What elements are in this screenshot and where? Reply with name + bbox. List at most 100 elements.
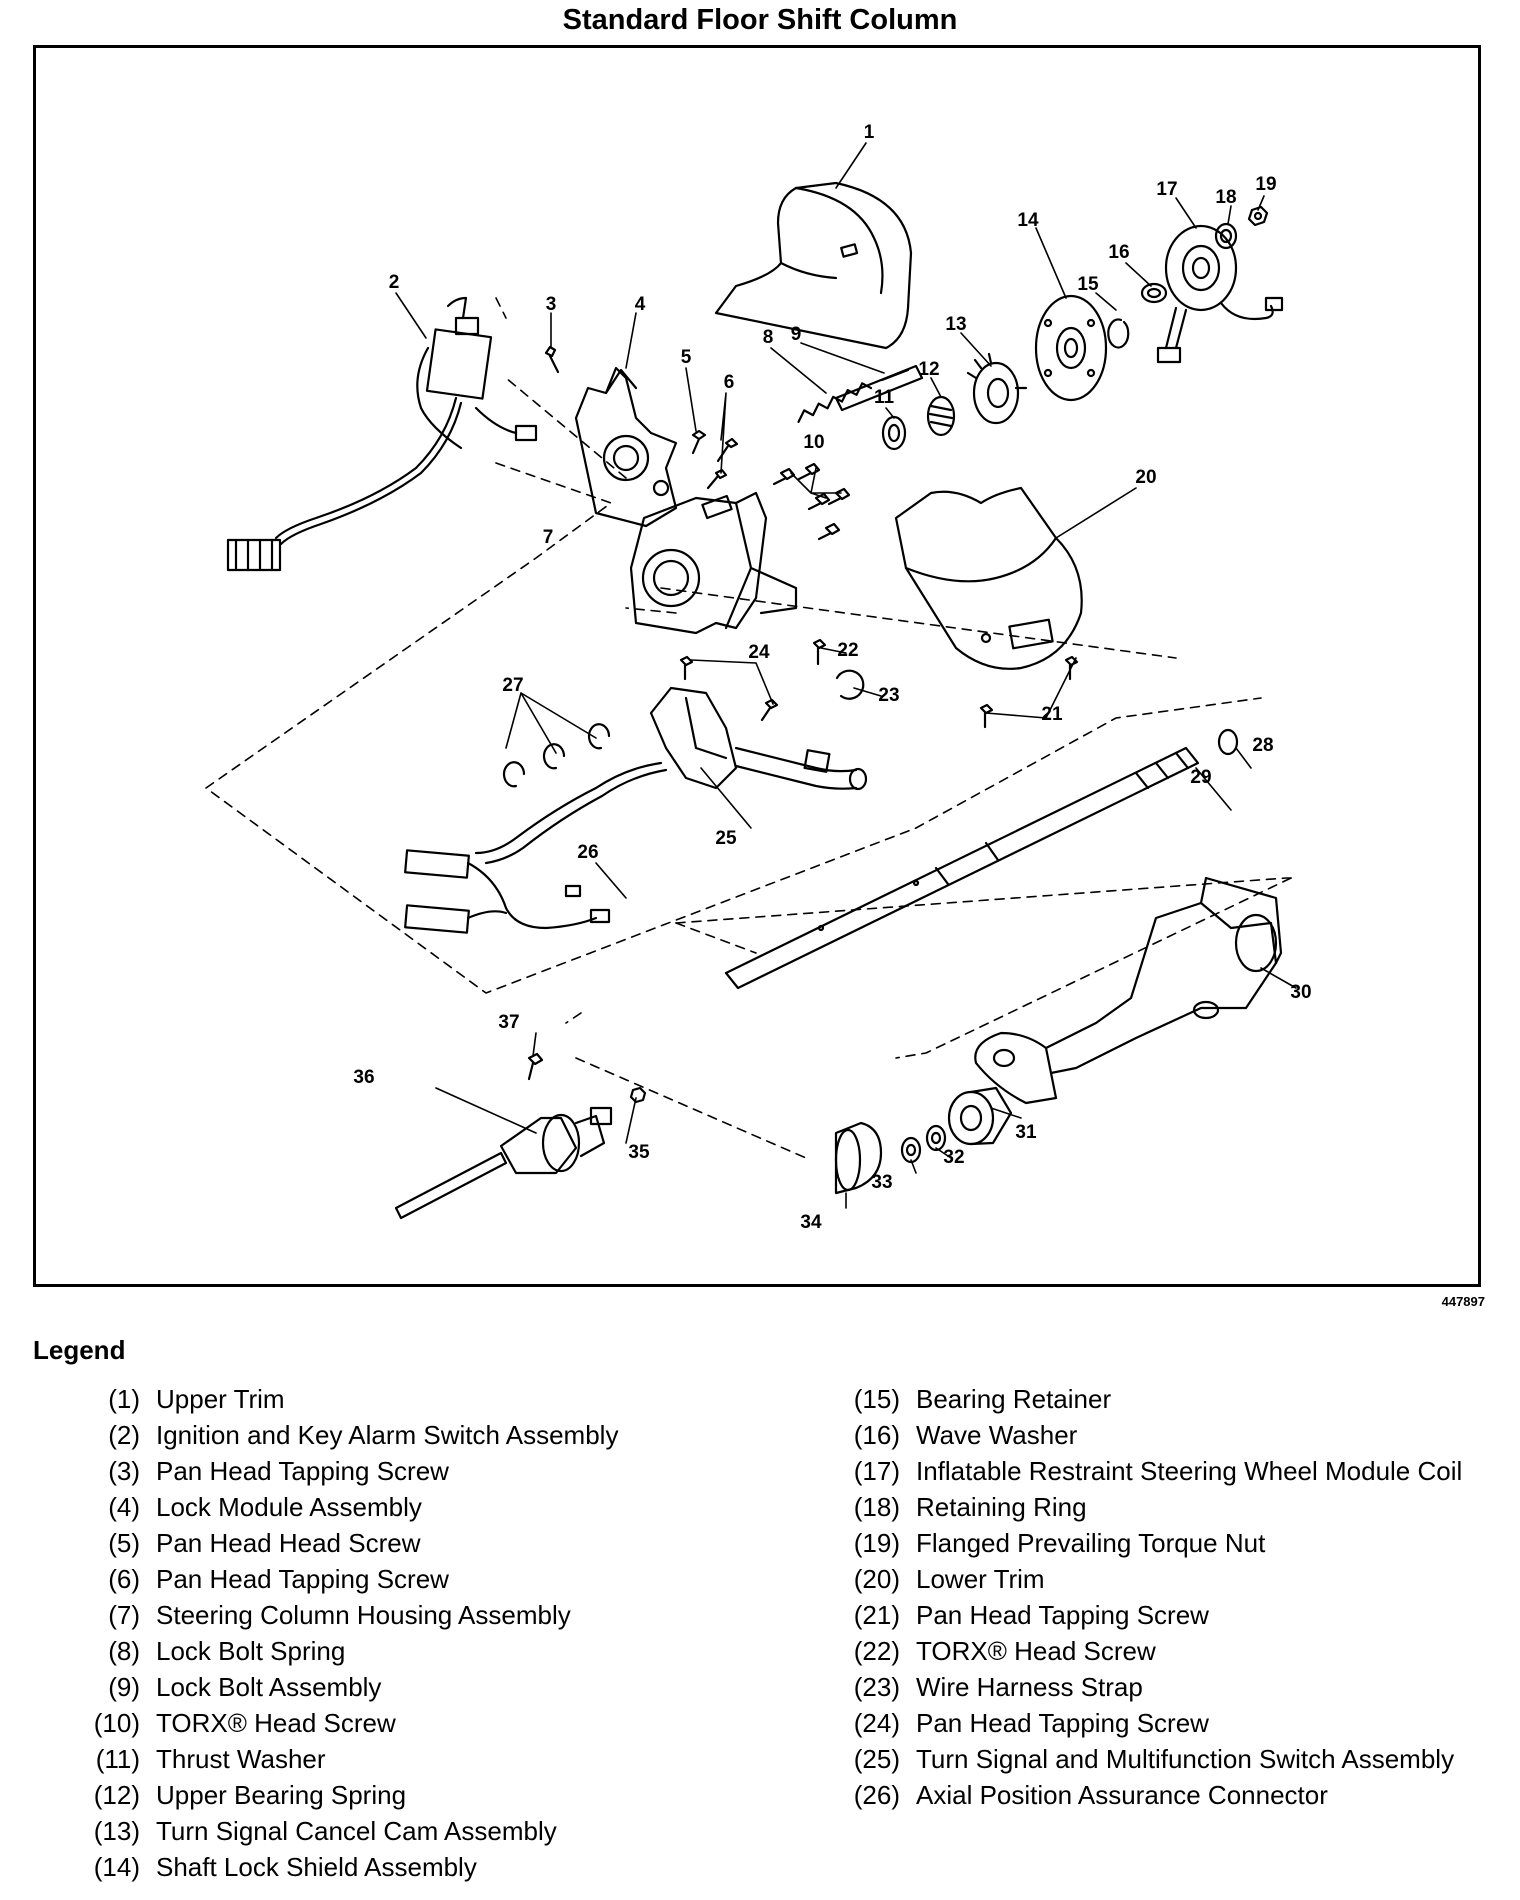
callout-8: 8: [763, 327, 774, 348]
pan-head-screws-21: [979, 655, 1079, 729]
figure-id: 447897: [1441, 1294, 1485, 1309]
callout-26: 26: [577, 842, 598, 863]
wire-harness-strap: [835, 669, 865, 700]
callout-27: 27: [502, 675, 523, 696]
legend-right-column: (15)Bearing Retainer (16)Wave Washer (17…: [830, 1385, 1480, 1817]
legend-item: (19)Flanged Prevailing Torque Nut: [853, 1528, 1266, 1558]
ignition-key-alarm-switch: [226, 296, 538, 572]
legend-item: (17)Inflatable Restraint Steering Wheel …: [853, 1456, 1463, 1486]
callout-32: 32: [943, 1147, 964, 1168]
lock-bolt-assembly: [834, 364, 924, 412]
legend-item: (16)Wave Washer: [853, 1420, 1078, 1450]
thrust-washer: [881, 415, 907, 451]
callout-4: 4: [635, 294, 646, 315]
nut-35: [629, 1086, 647, 1104]
legend-item: (11)Thrust Washer: [95, 1744, 326, 1774]
callout-23: 23: [878, 685, 899, 706]
callout-28: 28: [1252, 735, 1273, 756]
callout-5: 5: [681, 347, 692, 368]
axial-position-assurance-connector: [404, 849, 611, 934]
callout-33: 33: [871, 1172, 892, 1193]
column-jacket-support: [974, 876, 1283, 1105]
callout-31: 31: [1015, 1122, 1037, 1143]
legend-heading: Legend: [33, 1335, 126, 1365]
lock-bolt-spring: [797, 382, 873, 423]
steering-wheel-module-coil: [1156, 224, 1284, 364]
legend-item: (20)Lower Trim: [853, 1564, 1045, 1594]
callout-34: 34: [800, 1212, 822, 1233]
callout-22: 22: [837, 640, 858, 661]
legend-item: (26)Axial Position Assurance Connector: [853, 1780, 1328, 1810]
legend-item: (6)Pan Head Tapping Screw: [108, 1564, 449, 1594]
callout-13: 13: [945, 314, 966, 335]
shaft-seal-28: [1217, 728, 1239, 756]
legend-item: (5)Pan Head Head Screw: [108, 1528, 421, 1558]
legend-item: (14)Shaft Lock Shield Assembly: [93, 1852, 477, 1882]
lock-module-assembly: [574, 366, 678, 528]
legend-item: (18)Retaining Ring: [853, 1492, 1087, 1522]
torx-head-screws-10: [772, 462, 851, 541]
legend-item: (21)Pan Head Tapping Screw: [853, 1600, 1209, 1630]
callout-36: 36: [353, 1067, 374, 1088]
leader-lines: [395, 142, 1297, 1209]
steering-shaft: [724, 746, 1200, 990]
bearing-housing-34: [834, 1121, 883, 1195]
callout-16: 16: [1108, 242, 1129, 263]
callout-37: 37: [498, 1012, 519, 1033]
shaft-lock-shield: [1034, 294, 1108, 402]
callout-9: 9: [791, 324, 802, 345]
turn-signal-multifunction-switch: [474, 686, 868, 865]
legend-item: (2)Ignition and Key Alarm Switch Assembl…: [108, 1420, 619, 1450]
callout-14: 14: [1017, 210, 1039, 231]
upper-bearing-spring: [926, 395, 956, 437]
callout-7: 7: [543, 527, 554, 548]
lower-trim: [894, 486, 1083, 670]
ring-33: [900, 1136, 922, 1164]
legend-item: (24)Pan Head Tapping Screw: [853, 1708, 1209, 1738]
pan-head-screws-5-6: [691, 429, 739, 490]
callout-29: 29: [1190, 767, 1211, 788]
legend-item: (25)Turn Signal and Multifunction Switch…: [853, 1744, 1455, 1774]
assembly-guide-lines: [205, 297, 1292, 1159]
callout-6: 6: [724, 372, 735, 393]
torx-head-screw-22: [812, 638, 827, 666]
callout-12: 12: [918, 359, 939, 380]
legend-item: (15)Bearing Retainer: [853, 1384, 1112, 1414]
callout-20: 20: [1135, 467, 1156, 488]
legend-item: (1)Upper Trim: [108, 1384, 285, 1414]
callout-11: 11: [874, 387, 895, 408]
screw-37: [527, 1052, 544, 1081]
callout-21: 21: [1041, 704, 1063, 725]
callout-25: 25: [715, 828, 737, 849]
upper-trim: [714, 181, 913, 350]
callout-15: 15: [1077, 274, 1099, 295]
legend-item: (4)Lock Module Assembly: [108, 1492, 422, 1522]
shift-lever-assembly-36: [394, 1106, 613, 1220]
callout-30: 30: [1290, 982, 1311, 1003]
retaining-ring: [1214, 222, 1238, 250]
legend-item: (9)Lock Bolt Assembly: [108, 1672, 382, 1702]
callout-24: 24: [748, 642, 770, 663]
callout-1: 1: [864, 122, 875, 143]
legend-item: (10)TORX® Head Screw: [93, 1708, 396, 1738]
bearing-retainer: [1107, 318, 1130, 349]
legend-item: (3)Pan Head Tapping Screw: [108, 1456, 449, 1486]
legend-item: (23)Wire Harness Strap: [853, 1672, 1143, 1702]
legend-item: (7)Steering Column Housing Assembly: [108, 1600, 571, 1630]
callout-3: 3: [546, 294, 557, 315]
flanged-torque-nut: [1247, 205, 1269, 227]
callout-17: 17: [1156, 179, 1177, 200]
callout-10: 10: [803, 432, 824, 453]
washer-32: [925, 1124, 947, 1152]
turn-signal-cancel-cam: [966, 352, 1028, 425]
legend-item: (8)Lock Bolt Spring: [108, 1636, 346, 1666]
pan-head-screw-3: [544, 345, 560, 374]
legend-left-column: (1)Upper Trim (2)Ignition and Key Alarm …: [70, 1385, 750, 1889]
callout-35: 35: [628, 1142, 650, 1163]
callout-2: 2: [389, 272, 400, 293]
callout-18: 18: [1215, 187, 1236, 208]
wave-washer: [1140, 282, 1168, 304]
exploded-diagram: 1234567891011121314151617181920212223242…: [205, 122, 1312, 1233]
